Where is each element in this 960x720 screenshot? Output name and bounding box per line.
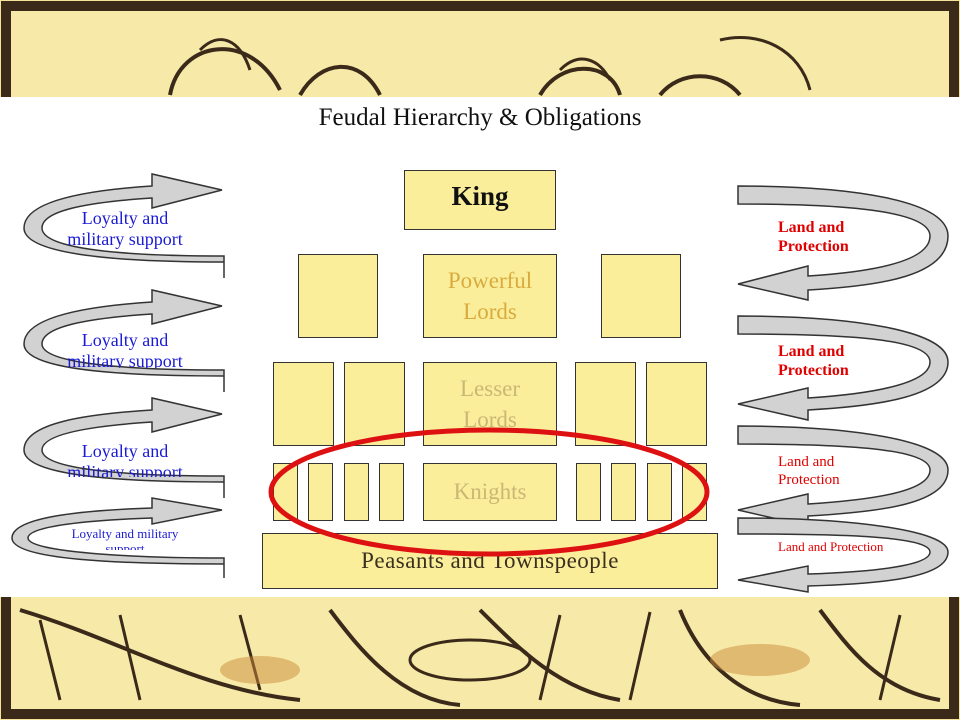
lesser-lord-box: [344, 362, 405, 446]
left-arrow-label-1-line1: Loyalty and: [81, 208, 169, 228]
left-arrow-label-3-line2: military support: [67, 462, 183, 477]
right-circular-arrow-4: [737, 517, 949, 593]
left-circular-arrow-3: [23, 397, 225, 498]
knight-box: [344, 463, 369, 521]
right-circular-arrow-2: [737, 315, 949, 421]
knight-box: [308, 463, 333, 521]
left-arrow-label-4: Loyalty and military support: [40, 526, 210, 550]
powerful-lords-label-line2: Lords: [463, 299, 517, 324]
lesser-lords-label-line1: Lesser: [459, 376, 521, 401]
right-arrow-label-3-line1: Land and: [778, 454, 835, 470]
left-arrow-label-3: Loyalty and military support: [40, 441, 210, 477]
lesser-lord-box: [575, 362, 636, 446]
right-arrow-label-4: Land and Protection: [778, 539, 928, 554]
king-label: King: [451, 181, 509, 211]
right-arrow-label-1: Land and Protection: [778, 218, 888, 256]
left-arrow-label-2: Loyalty and military support: [40, 330, 210, 368]
knight-box: [611, 463, 636, 521]
left-arrow-label-1-line2: military support: [67, 229, 183, 249]
lesser-lord-box: [273, 362, 334, 446]
right-arrow-label-2: Land and Protection: [778, 342, 888, 380]
right-arrow-label-1-line2: Protection: [778, 238, 849, 255]
left-circular-arrow-2: [23, 289, 225, 392]
lesser-lord-box: [646, 362, 707, 446]
right-arrow-label-3-line2: Protection: [778, 472, 840, 488]
lord-box-right: [601, 254, 681, 338]
knight-box: [379, 463, 404, 521]
right-arrow-label-1-line1: Land and: [778, 219, 845, 236]
knight-box: [576, 463, 601, 521]
lord-box-left: [298, 254, 378, 338]
left-arrow-label-4-line1: Loyalty and military: [71, 526, 179, 541]
powerful-lords-label-line1: Powerful: [447, 268, 533, 293]
left-circular-arrow-1: [23, 173, 225, 278]
right-circular-arrow-1: [737, 185, 949, 301]
right-arrow-label-3: Land and Protection: [778, 453, 888, 489]
left-arrow-label-1: Loyalty and military support: [40, 208, 210, 250]
king-box: [404, 170, 556, 230]
knight-box: [647, 463, 672, 521]
right-arrow-label-2-line2: Protection: [778, 362, 849, 379]
left-circular-arrow-4: [11, 497, 225, 578]
right-arrow-label-4-line1: Land and Protection: [778, 539, 884, 554]
left-arrow-label-4-line2: support: [105, 541, 145, 550]
peasants-box: [262, 533, 718, 589]
left-arrow-label-2-line1: Loyalty and: [81, 330, 169, 350]
knights-label: Knights: [453, 479, 527, 504]
diagram-title: Feudal Hierarchy & Obligations: [318, 104, 642, 131]
right-arrow-label-2-line1: Land and: [778, 343, 845, 360]
knights-highlight-ellipse: [268, 427, 710, 557]
knights-box: [423, 463, 557, 521]
left-arrow-label-2-line2: military support: [67, 351, 183, 368]
left-arrow-label-3-line1: Loyalty and: [81, 441, 169, 461]
powerful-lords-box: [423, 254, 557, 338]
